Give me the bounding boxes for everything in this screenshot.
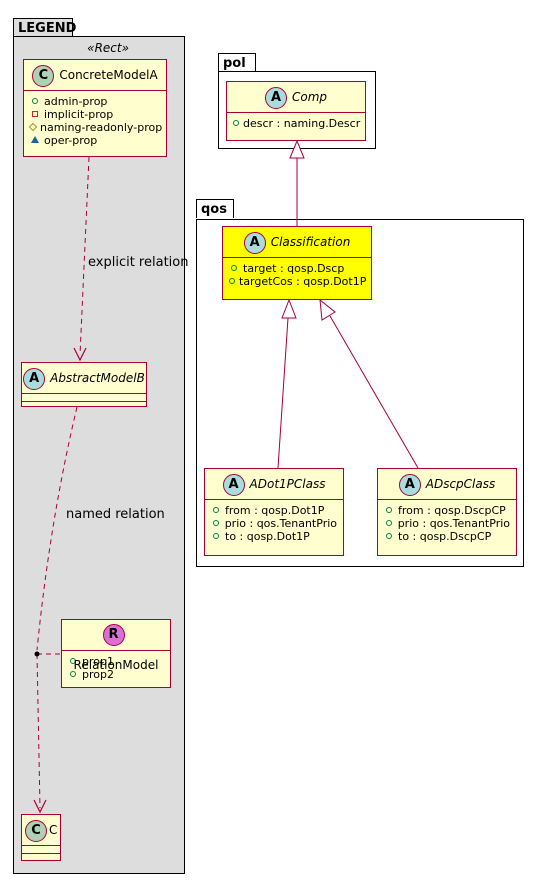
attribute: to : qosp.DscpCP [398, 530, 492, 543]
protected-visibility-icon [28, 122, 38, 133]
abstract-badge-icon: A [398, 474, 421, 496]
public-visibility-icon [211, 518, 221, 529]
class-badge-icon: C [32, 65, 55, 87]
explicit-relation-arrowhead [73, 347, 87, 362]
abstract-badge-icon: A [264, 87, 287, 109]
pol-title: pol [218, 53, 256, 72]
generalization-arrowhead [281, 298, 297, 319]
class-badge-icon: C [25, 820, 47, 842]
named-relation-line-lower [36, 653, 41, 809]
relation-model-class[interactable]: R RelationModel prop1 prop2 [61, 619, 171, 688]
class-name: Comp [291, 90, 328, 104]
public-visibility-icon [229, 263, 239, 274]
public-visibility-icon [68, 669, 78, 680]
public-visibility-icon [30, 96, 40, 107]
class-name: RelationModel [73, 658, 159, 672]
generalization-adot1p-classification [277, 317, 289, 469]
attribute: to : qosp.Dot1P [225, 530, 310, 543]
abstract-badge-icon: A [222, 474, 245, 496]
public-visibility-icon [384, 518, 394, 529]
legend-package: LEGEND «Rect» [13, 18, 185, 874]
attribute: prop2 [82, 668, 114, 681]
concrete-model-a-class[interactable]: C ConcreteModelA admin-prop implicit-prop… [23, 59, 167, 157]
class-name: ConcreteModelA [59, 68, 158, 82]
public-visibility-icon [384, 505, 394, 516]
attribute: targetCos : qosp.Dot1P [239, 275, 367, 288]
class-name: Classification [270, 235, 351, 249]
comp-class[interactable]: A Comp descr : naming.Descr [226, 81, 366, 141]
public-visibility-icon [233, 118, 239, 129]
attribute: from : qosp.DscpCP [398, 504, 506, 517]
attribute: prio : qos.TenantPrio [224, 517, 337, 530]
generalization-adscp-classification [329, 315, 419, 469]
explicit-relation-label: explicit relation [88, 255, 189, 270]
class-name: ADscpClass [425, 477, 496, 491]
abstract-badge-icon: A [23, 368, 46, 390]
public-visibility-icon [211, 505, 221, 516]
generalization-arrowhead [319, 298, 336, 321]
named-relation-label: named relation [66, 507, 165, 522]
attribute: prio : qos.TenantPrio [397, 517, 510, 530]
named-relation-arrowhead [33, 799, 47, 814]
adot1p-class[interactable]: A ADot1PClass from : qosp.Dot1P prio : qo… [204, 468, 344, 556]
public-visibility-icon [229, 276, 235, 287]
private-visibility-icon [30, 109, 40, 120]
class-name: AbstractModelB [50, 371, 145, 385]
attribute: oper-prop [44, 134, 98, 147]
class-name: ADot1PClass [249, 477, 326, 491]
abstract-model-b-class[interactable]: A AbstractModelB [21, 362, 147, 407]
explicit-relation-line [79, 156, 90, 356]
attribute: admin-prop [44, 95, 108, 108]
qos-title: qos [196, 199, 234, 218]
public-visibility-icon [211, 531, 221, 542]
generalization-arrowhead [289, 139, 305, 159]
attribute: naming-readonly-prop [40, 121, 163, 134]
adscp-class[interactable]: A ADscpClass from : qosp.DscpCP prio : qo… [377, 468, 517, 556]
abstract-badge-icon: A [243, 232, 266, 254]
legend-stereotype: «Rect» [87, 41, 129, 55]
package-visibility-icon [30, 135, 40, 146]
relation-junction [34, 651, 40, 657]
public-visibility-icon [384, 531, 394, 542]
relation-badge-icon: R [102, 624, 125, 646]
public-visibility-icon [68, 656, 78, 667]
named-relation-line [36, 406, 78, 651]
attribute: descr : naming.Descr [243, 117, 361, 130]
class-name: C [49, 823, 58, 837]
legend-title: LEGEND [13, 18, 76, 37]
attribute: from : qosp.Dot1P [225, 504, 325, 517]
classification-class[interactable]: A Classification target : qosp.Dscp targe… [222, 226, 372, 300]
attribute: prop1 [82, 655, 114, 668]
attribute: target : qosp.Dscp [243, 262, 345, 275]
attribute: implicit-prop [44, 108, 114, 121]
